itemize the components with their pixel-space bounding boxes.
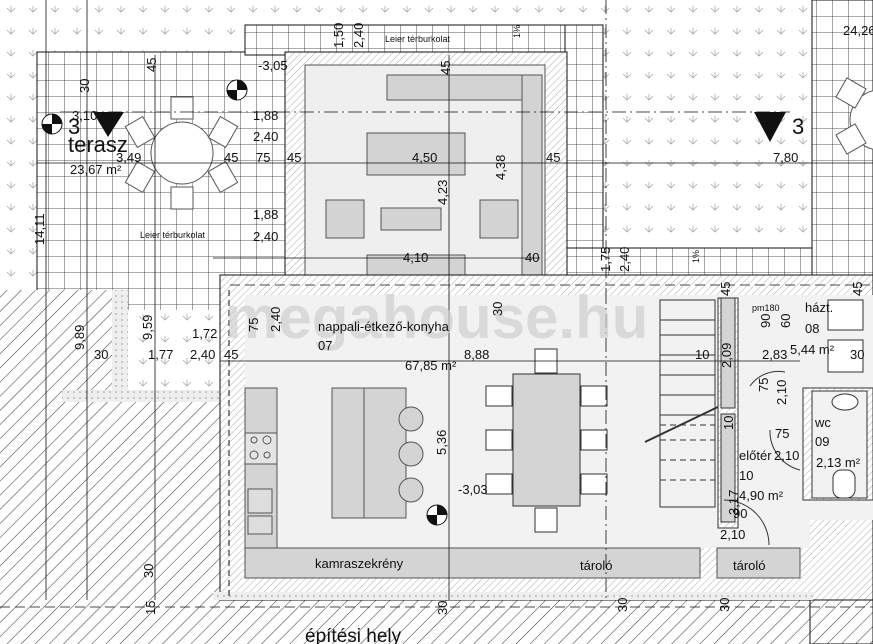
right-level: 7,80 (773, 150, 798, 165)
dining-table (485, 348, 608, 533)
hall-number: 10 (739, 468, 753, 483)
dimension-lines (0, 0, 873, 608)
top-level: -3,05 (258, 58, 288, 73)
dim-label: 30 (850, 347, 864, 362)
dim-label: 30 (77, 79, 92, 93)
dimension-labels: 1,50 2,40 45 45 30 3,49 1,88 2,40 45 75 … (32, 23, 865, 615)
round-table-with-chairs (124, 96, 239, 210)
storage-label: tároló (733, 558, 766, 573)
dim-label: 2,40 (617, 247, 632, 272)
dim-label: 40 (525, 250, 539, 265)
living-name: nappali-étkező-konyha (318, 319, 450, 334)
dim-label: 4,50 (412, 150, 437, 165)
slope-label: 1% (691, 250, 701, 263)
living-number: 07 (318, 338, 332, 353)
dim-label: 10 (695, 347, 709, 362)
dim-label: 1,75 (598, 247, 613, 272)
room-labels: 3 3,10 terasz 23,67 m² nappali-étkező-ko… (68, 23, 873, 644)
dim-label: 45 (224, 150, 238, 165)
terrace-area: 23,67 m² (70, 162, 122, 177)
utility-note: pm180 (752, 303, 780, 313)
utility-number: 08 (805, 321, 819, 336)
dim-label: 75 (775, 426, 789, 441)
dim-label: 2,40 (268, 307, 283, 332)
dim-label: 3,17 (726, 490, 741, 515)
round-table-right (835, 77, 873, 155)
living-level: -3,03 (458, 482, 488, 497)
dim-label: 30 (717, 598, 732, 612)
dim-label: 2,10 (720, 527, 745, 542)
hall-name: előtér (739, 448, 772, 463)
dim-label: 2,40 (351, 23, 366, 48)
dim-label: 90 (758, 314, 773, 328)
storage-label: tároló (580, 558, 613, 573)
terrace-level: 3,10 (72, 108, 97, 123)
dim-label: 75 (756, 378, 771, 392)
dim-label: 1,88 (253, 207, 278, 222)
slope-label: 1% (512, 25, 522, 38)
dim-label: 1,88 (253, 108, 278, 123)
hall-area: 4,90 m² (739, 488, 784, 503)
dim-label: 5,36 (434, 430, 449, 455)
dim-label: 30 (615, 598, 630, 612)
dim-label: 45 (224, 347, 238, 362)
section-number: 3 (792, 114, 804, 139)
dim-label: 45 (287, 150, 301, 165)
dim-label: 90 (733, 506, 747, 521)
section-arrow-icon (754, 112, 786, 142)
site-label: építési hely (305, 626, 402, 644)
dim-label: 14,11 (32, 213, 47, 245)
dim-label: 15 (143, 601, 158, 615)
dim-label: 2,83 (762, 347, 787, 362)
dim-label: 30 (435, 601, 450, 615)
wc-name: wc (814, 415, 831, 430)
dim-label: 45 (144, 58, 159, 72)
dim-label: 45 (438, 61, 453, 75)
right-terrace-area: 24,26 (843, 23, 873, 38)
dim-label: 10 (721, 416, 736, 430)
staircase[interactable] (644, 299, 723, 508)
dim-label: 30 (94, 347, 108, 362)
core-walls (717, 297, 873, 546)
dim-label: 8,88 (464, 347, 489, 362)
dim-label: 4,23 (435, 180, 450, 205)
paving-label: Leier térburkolat (140, 230, 206, 240)
section-number: 3 (68, 114, 80, 139)
dim-label: 4,38 (493, 155, 508, 180)
watermark: megahouse.hu (225, 284, 648, 351)
dim-label: 2,09 (719, 343, 734, 368)
terrace-name: terasz (68, 132, 128, 157)
dim-label: 75 (256, 150, 270, 165)
dim-label: 9,59 (140, 315, 155, 340)
dim-label: 45 (546, 150, 560, 165)
utility-name: házt. (805, 300, 833, 315)
dim-label: 1,77 (148, 347, 173, 362)
dim-label: 30 (490, 302, 505, 316)
dim-label: 4,10 (403, 250, 428, 265)
kitchen (244, 387, 424, 549)
dim-label: 45 (850, 282, 865, 296)
wc-area: 2,13 m² (816, 455, 861, 470)
dim-label: 60 (778, 314, 793, 328)
paving-label: Leier térburkolat (385, 34, 451, 44)
dim-label: 1,72 (192, 326, 217, 341)
dim-label: 3,49 (116, 150, 141, 165)
dim-label: 75 (246, 318, 261, 332)
dim-label: 30 (141, 564, 156, 578)
section-arrow-icon (93, 112, 124, 137)
dim-label: 9,89 (72, 325, 87, 350)
level-marker-icon (41, 79, 448, 526)
dim-label: 2,10 (774, 380, 789, 405)
dim-label: 2,10 (774, 448, 799, 463)
dim-label: 2,40 (253, 229, 278, 244)
dim-label: 45 (718, 282, 733, 296)
pantry-label: kamraszekrény (315, 556, 404, 571)
dim-label: 1,50 (331, 23, 346, 48)
wc-number: 09 (815, 434, 829, 449)
dim-label: 2,40 (253, 129, 278, 144)
utility-area: 5,44 m² (790, 342, 835, 357)
living-area: 67,85 m² (405, 358, 457, 373)
dim-label: 2,40 (190, 347, 215, 362)
